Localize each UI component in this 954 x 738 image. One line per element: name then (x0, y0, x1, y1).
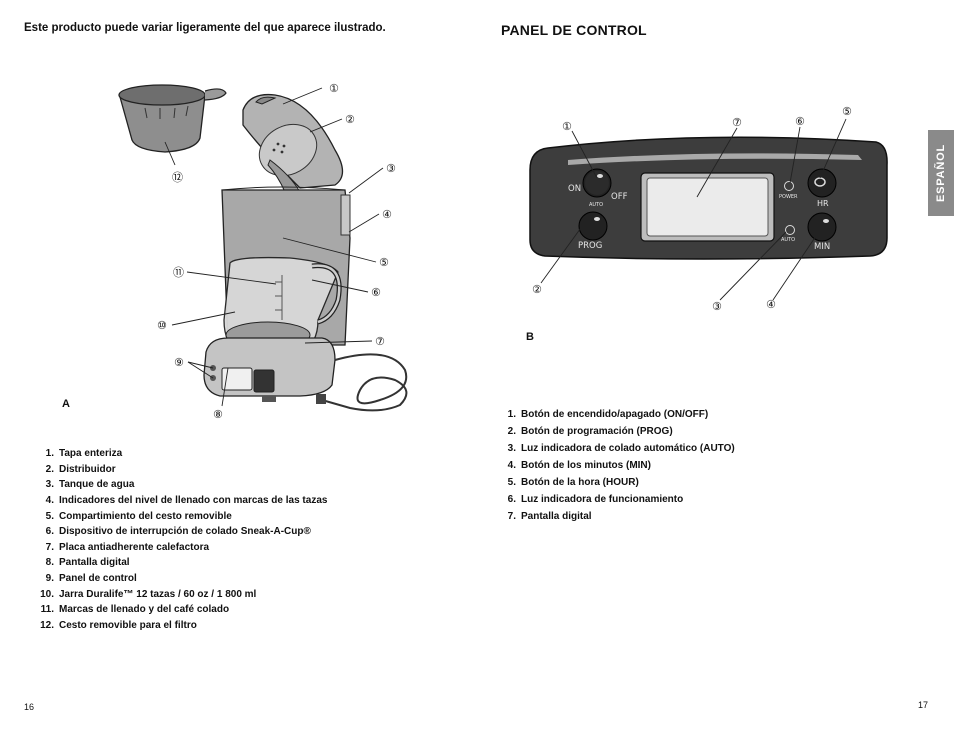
language-tab-label: ESPAÑOL (935, 144, 947, 202)
list-item: 1.Tapa enteriza (45, 448, 123, 460)
auto-label: AUTO (781, 237, 795, 243)
hr-label: HR (817, 199, 829, 208)
figure-a-label: A (62, 398, 70, 410)
list-item: 3.Luz indicadora de colado automático (A… (507, 443, 735, 454)
lid-drawing (242, 93, 344, 193)
callout-1: ① (329, 82, 339, 95)
panel-callout-5: ⑤ (842, 105, 852, 118)
list-item: 2.Botón de programación (PROG) (507, 426, 673, 437)
list-item: 10.Jarra Duralife™ 12 tazas / 60 oz / 1 … (40, 588, 257, 600)
list-item: 9.Panel de control (45, 573, 137, 585)
min-label: MIN (814, 242, 830, 252)
callout-12: ⑫ (172, 171, 183, 184)
page-number-right: 17 (918, 700, 929, 710)
list-item: 4.Botón de los minutos (MIN) (507, 460, 651, 471)
panel-callout-2: ② (532, 283, 542, 296)
power-label: POWER (779, 194, 798, 200)
parts-list: 1.Tapa enteriza 2.Distribuidor 3.Tanque … (24, 446, 327, 633)
callout-6: ⑥ (371, 286, 381, 299)
callout-7: ⑦ (375, 335, 385, 348)
list-item: 7.Placa antiadherente calefactora (45, 541, 210, 553)
callout-3: ③ (386, 162, 396, 175)
panel-callout-1: ① (562, 120, 572, 133)
list-item: 7.Pantalla digital (507, 511, 592, 522)
list-item: 11.Marcas de llenado y del café colado (40, 604, 230, 616)
page-heading: PANEL DE CONTROL (501, 22, 647, 38)
disclaimer-note: Este producto puede variar ligeramente d… (24, 22, 386, 34)
leader-lines (164, 87, 384, 407)
controls-list: 1.Botón de encendido/apagado (ON/OFF) 2.… (486, 406, 735, 525)
callout-11: ⑪ (173, 266, 184, 279)
figure-b-label: B (526, 331, 534, 343)
auto-small-label: AUTO (589, 202, 603, 208)
list-item: 5.Botón de la hora (HOUR) (507, 477, 639, 488)
coffee-maker-illustration: ① ② ③ ④ ⑤ ⑥ ⑦ ⑧ ⑨ ⑩ ⑪ ⑫ (118, 82, 408, 420)
list-item: 4.Indicadores del nivel de llenado con m… (45, 495, 328, 507)
panel-callout-4: ④ (766, 298, 776, 311)
list-item: 3.Tanque de agua (45, 479, 135, 491)
callout-10: ⑩ (157, 319, 167, 332)
list-item: 12.Cesto removible para el filtro (40, 619, 197, 631)
off-label: OFF (611, 192, 628, 202)
callout-9: ⑨ (174, 356, 184, 369)
callout-8: ⑧ (213, 408, 223, 420)
panel-callout-3: ③ (712, 300, 722, 313)
panel-callout-6: ⑥ (795, 115, 805, 128)
callout-5: ⑤ (379, 256, 389, 269)
panel-callout-7: ⑦ (732, 116, 742, 129)
control-panel-illustration: ON OFF AUTO PROG POWER HR AUTO MIN ① ⑦ ⑥… (529, 105, 888, 313)
page-number-left: 16 (24, 702, 35, 712)
list-item: 1.Botón de encendido/apagado (ON/OFF) (507, 409, 709, 420)
filter-basket-drawing (118, 84, 227, 153)
list-item: 2.Distribuidor (45, 463, 116, 475)
list-item: 6.Luz indicadora de funcionamiento (507, 494, 684, 505)
list-item: 5.Compartimiento del cesto removible (45, 510, 232, 522)
on-label: ON (568, 184, 581, 194)
callout-4: ④ (382, 208, 392, 221)
list-item: 8.Pantalla digital (45, 557, 130, 569)
language-side-tab: ESPAÑOL (928, 130, 954, 216)
prog-label: PROG (578, 241, 602, 251)
list-item: 6.Dispositivo de interrupción de colado … (45, 526, 311, 538)
callout-2: ② (345, 113, 355, 126)
callout-numbers: ① ② ③ ④ ⑤ ⑥ ⑦ ⑧ ⑨ ⑩ ⑪ ⑫ (157, 82, 396, 420)
